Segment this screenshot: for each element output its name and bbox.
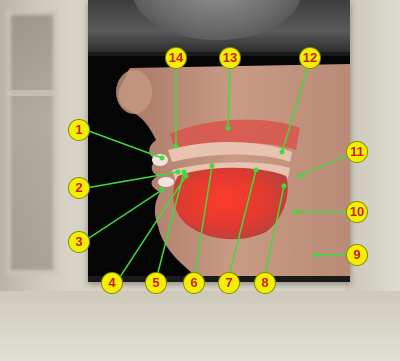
- callout-badge-10: 10: [346, 201, 368, 223]
- callout-badge-14: 14: [165, 47, 187, 69]
- callout-badge-12: 12: [299, 47, 321, 69]
- callout-badge-2: 2: [68, 177, 90, 199]
- callout-badge-11: 11: [346, 141, 368, 163]
- callout-badge-1: 1: [68, 119, 90, 141]
- callout-badge-13: 13: [219, 47, 241, 69]
- callout-badge-5: 5: [145, 272, 167, 294]
- callout-badge-3: 3: [68, 231, 90, 253]
- callout-badge-9: 9: [346, 244, 368, 266]
- leader-line-1: [86, 130, 162, 158]
- callout-badge-4: 4: [101, 272, 123, 294]
- callout-badge-7: 7: [218, 272, 240, 294]
- leader-line-3: [86, 190, 162, 240]
- callout-badge-8: 8: [254, 272, 276, 294]
- lower-lip: [158, 177, 174, 187]
- callout-badge-6: 6: [183, 272, 205, 294]
- nose-shape: [116, 70, 152, 114]
